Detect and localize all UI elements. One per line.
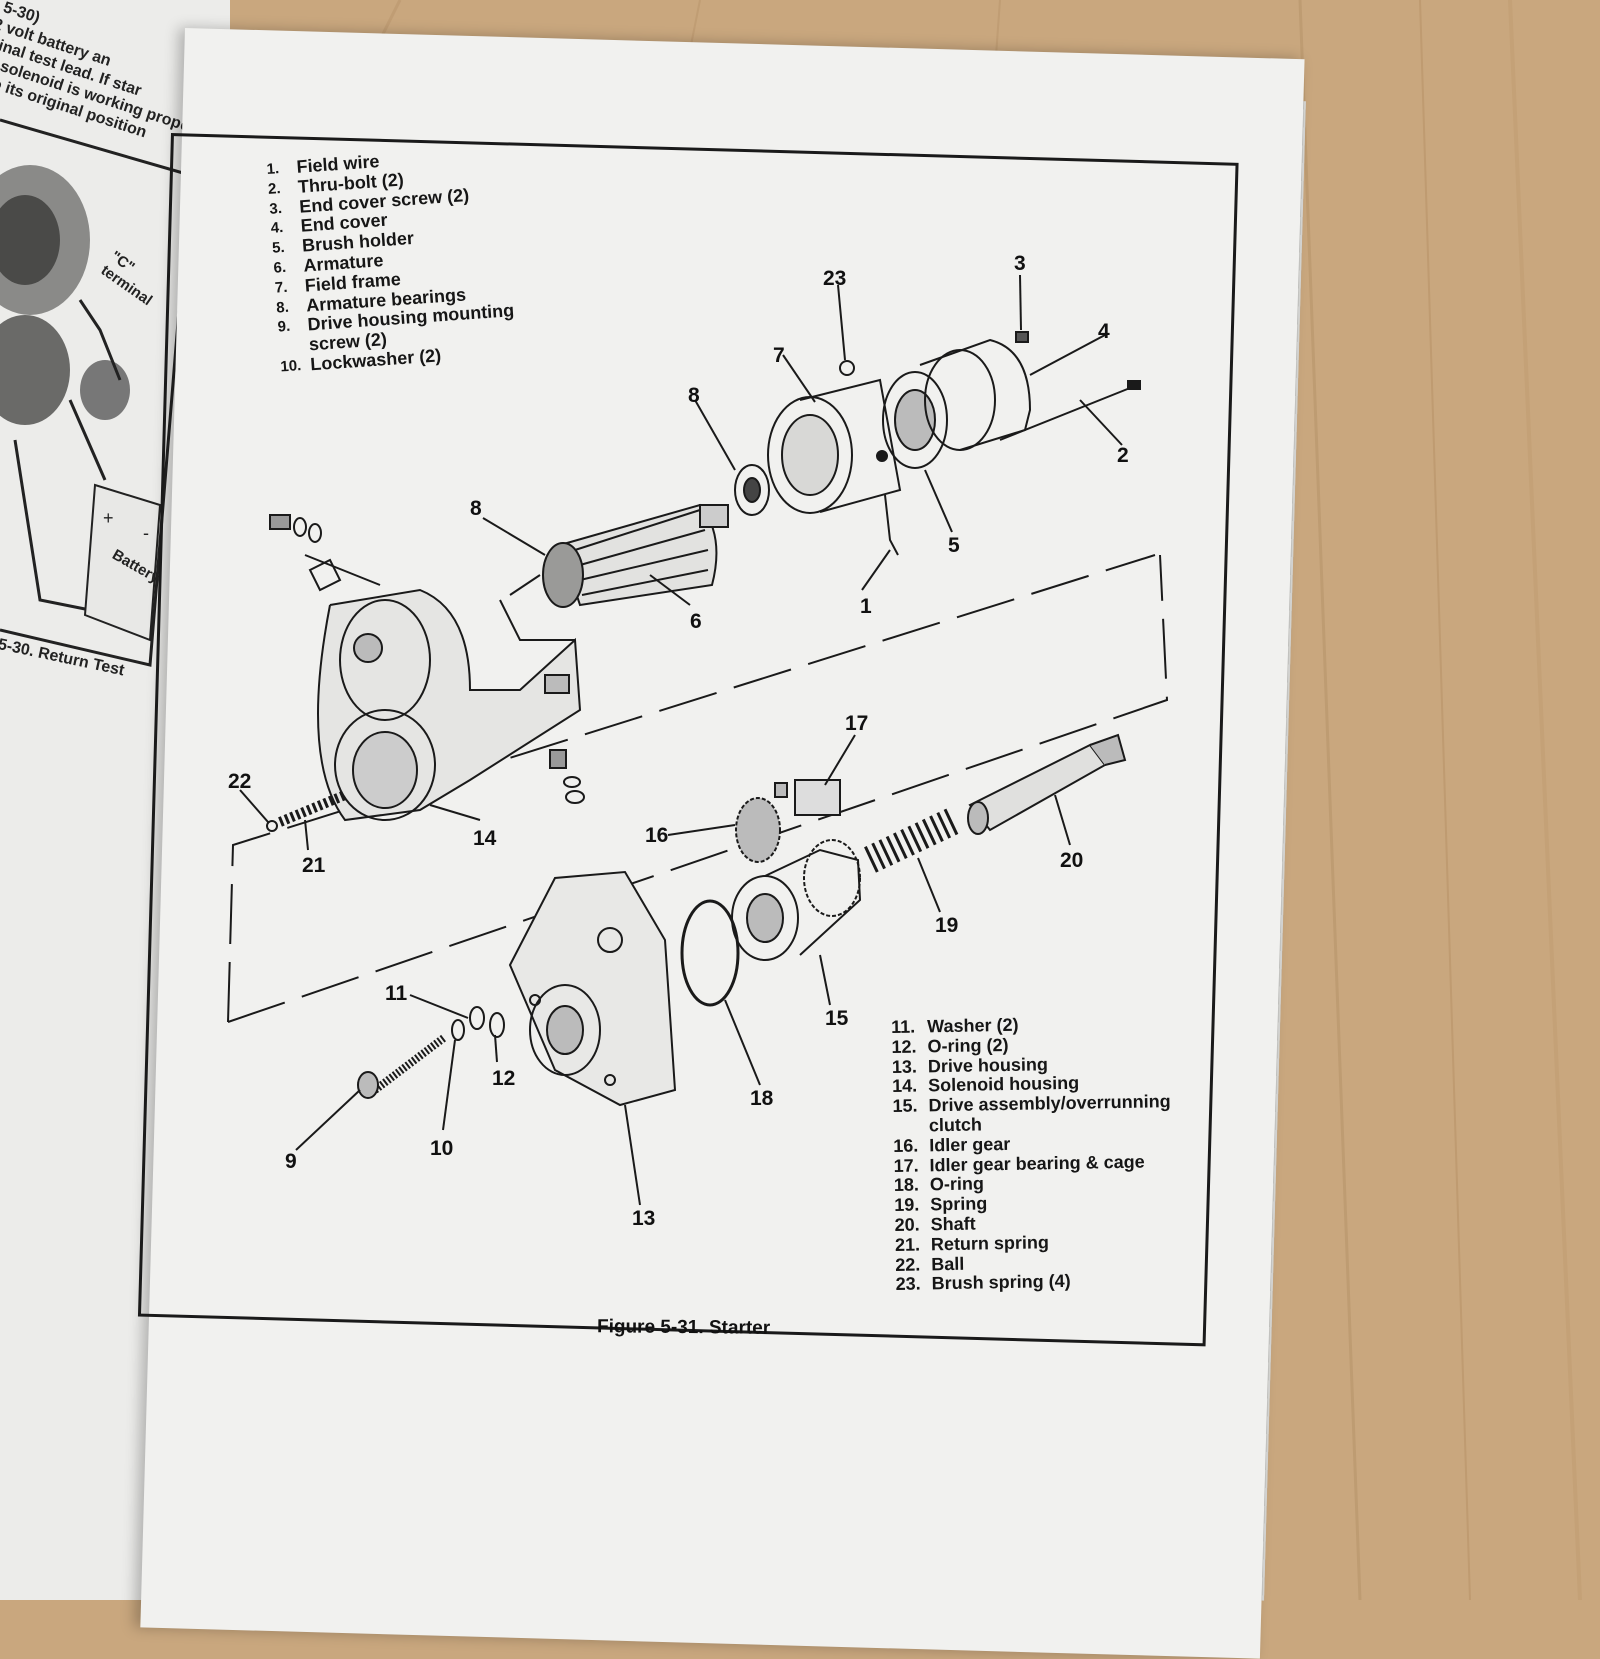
legend-text: O-ring (2) — [927, 1034, 1009, 1057]
legend-num: 17. — [893, 1155, 919, 1176]
legend-num: 6. — [272, 258, 287, 277]
legend-num: 8. — [275, 298, 290, 317]
legend-num: 12. — [891, 1036, 917, 1057]
parts-legend-left: 1.Field wire 2.Thru-bolt (2) 3.End cover… — [266, 143, 518, 377]
legend-num: 18. — [893, 1174, 920, 1196]
legend-text: Idler gear bearing & cage — [929, 1151, 1145, 1175]
legend-num: 19. — [894, 1194, 920, 1216]
legend-num: 10. — [279, 357, 302, 376]
callout-13: 13 — [632, 1207, 655, 1230]
legend-text: Drive assembly/overrunning — [928, 1091, 1171, 1116]
starter-exploded-diagram: 1 2 3 4 5 6 7 8 8 9 10 11 12 13 14 15 16… — [227, 252, 1169, 1230]
callout-18: 18 — [750, 1087, 774, 1110]
photo-scene: e 5-30) 12 volt battery an rminal test l… — [0, 0, 1471, 1659]
legend-text: Shaft — [930, 1213, 976, 1235]
callout-2: 2 — [1117, 444, 1129, 467]
legend-text: Ball — [931, 1253, 965, 1274]
callout-8-lower: 8 — [470, 497, 482, 520]
legend-num: 4. — [270, 219, 284, 238]
legend-num: 22. — [895, 1254, 921, 1275]
legend-num: 1. — [266, 160, 280, 178]
legend-text: O-ring — [929, 1173, 985, 1195]
legend-text: Brush spring (4) — [931, 1271, 1071, 1294]
legend-num: 9. — [277, 318, 291, 336]
callout-16: 16 — [645, 824, 668, 847]
callout-1: 1 — [860, 595, 872, 618]
legend-num: 14. — [892, 1075, 918, 1097]
legend-text: Spring — [930, 1193, 988, 1215]
callout-21: 21 — [302, 854, 326, 877]
legend-num: 13. — [891, 1056, 918, 1077]
legend-num: 21. — [894, 1234, 921, 1255]
figure-caption: Figure 5-31. Starter — [596, 1316, 771, 1339]
legend-text: Return spring — [930, 1232, 1050, 1255]
legend-num: 3. — [268, 199, 283, 218]
legend-num: 15. — [892, 1095, 918, 1117]
legend-text: Washer (2) — [926, 1014, 1019, 1037]
callout-15: 15 — [825, 1007, 849, 1030]
callout-19: 19 — [935, 914, 958, 937]
callout-10: 10 — [430, 1137, 453, 1160]
callout-7: 7 — [773, 344, 785, 367]
legend-text: Idler gear — [929, 1133, 1011, 1156]
callout-3: 3 — [1014, 252, 1026, 275]
callout-9: 9 — [285, 1150, 297, 1173]
battery-minus: - — [143, 523, 149, 543]
callout-20: 20 — [1060, 849, 1083, 872]
legend-num: 5. — [271, 239, 286, 257]
legend-num — [893, 1116, 929, 1136]
callout-14: 14 — [473, 827, 497, 850]
return-test-illustration — [0, 118, 192, 667]
callout-8-upper: 8 — [688, 384, 700, 407]
callout-17: 17 — [845, 712, 868, 735]
legend-num: 20. — [894, 1214, 920, 1235]
callout-12: 12 — [492, 1067, 515, 1090]
legend-num: 7. — [274, 278, 289, 297]
callout-6: 6 — [690, 610, 702, 633]
legend-num: 2. — [267, 179, 282, 198]
legend-num — [278, 336, 309, 358]
parts-legend-right: 11.Washer (2) 12.O-ring (2) 13.Drive hou… — [891, 1013, 1174, 1295]
legend-num: 16. — [893, 1135, 919, 1156]
legend-num: 23. — [895, 1273, 921, 1295]
callout-5: 5 — [948, 534, 960, 557]
legend-num: 11. — [890, 1016, 916, 1037]
callout-23: 23 — [823, 267, 846, 290]
callout-4: 4 — [1098, 320, 1110, 343]
legend-text: clutch — [928, 1114, 983, 1136]
callout-22: 22 — [228, 770, 251, 793]
battery-plus: + — [103, 508, 114, 528]
callout-11: 11 — [385, 982, 408, 1005]
